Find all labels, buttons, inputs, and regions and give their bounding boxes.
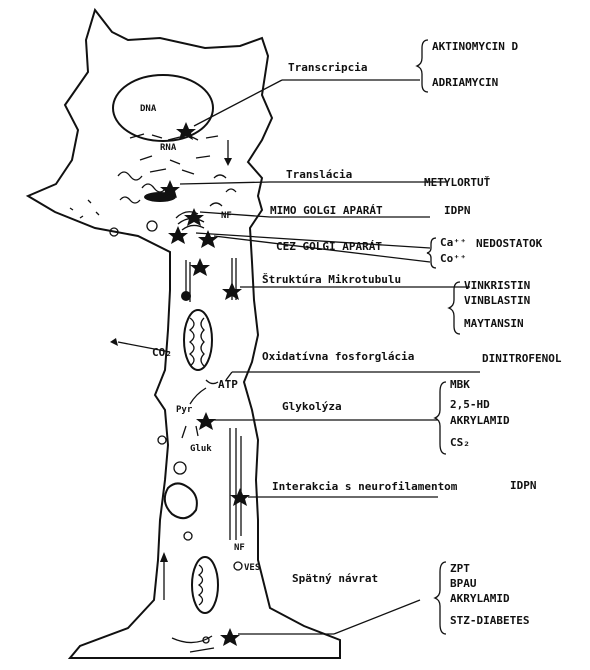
nucleus	[113, 75, 213, 141]
vesicle-5	[184, 532, 192, 540]
label-struktura: Štruktúra Mikrotubulu	[262, 273, 401, 286]
agent-aktinomycin: AKTINOMYCIN D	[432, 40, 518, 53]
agent-ca: Ca⁺⁺	[440, 236, 467, 249]
gluk-lines	[182, 426, 198, 438]
mito-cristae-upper-2	[201, 318, 204, 366]
agent-metylortut: METYLORTUŤ	[424, 176, 491, 189]
agent-maytansin: MAYTANSIN	[464, 317, 524, 330]
agent-idpn-1: IDPN	[444, 204, 471, 217]
label-glykolyza: Glykolýza	[282, 400, 342, 413]
mitochondrion-lower	[192, 557, 218, 613]
agent-co: Co⁺⁺	[440, 252, 467, 265]
bottom-curves	[172, 636, 214, 652]
nf-label: NF	[221, 211, 232, 221]
pyr-path	[190, 388, 206, 404]
label-oxidativna: Oxidatívna fosforglácia	[262, 350, 414, 363]
label-interakcia: Interakcia s neurofilamentom	[272, 480, 458, 493]
pyr-label: Pyr	[176, 405, 193, 415]
agent-mbk: MBK	[450, 378, 470, 391]
co2-label: CO₂	[152, 346, 172, 359]
agent-25hd: 2,5-HD	[450, 398, 490, 411]
granule-1	[181, 291, 191, 301]
atp-label: ATP	[218, 378, 238, 391]
agent-cs2: CS₂	[450, 436, 470, 449]
vesicle-3	[158, 436, 166, 444]
microtubules-middle	[230, 428, 241, 540]
agent-akrylamid-2: AKRYLAMID	[450, 592, 510, 605]
vesicle-4	[174, 462, 186, 474]
co2-arrowhead	[110, 338, 118, 346]
agent-dinitrofenol: DINITROFENOL	[482, 352, 562, 365]
agent-vinkristin: VINKRISTIN	[464, 279, 530, 292]
dna-label: DNA	[140, 104, 157, 114]
retro-arrowhead	[160, 552, 168, 562]
label-cez-golgi: CEZ GOLGI APARÁT	[276, 240, 382, 253]
agent-stz-diabetes: STZ-DIABETES	[450, 614, 529, 627]
agent-vinblastin: VINBLASTIN	[464, 294, 530, 307]
ves-circle	[234, 562, 242, 570]
agent-idpn-2: IDPN	[510, 479, 537, 492]
agent-zpt: ZPT	[450, 562, 470, 575]
soma-arrowhead	[224, 158, 232, 166]
ves-label: VES	[244, 563, 260, 573]
gluk-label: Gluk	[190, 444, 212, 454]
label-translacia: Translácia	[286, 168, 352, 181]
nf-lower-label: NF	[234, 543, 245, 553]
agent-akrylamid-1: AKRYLAMID	[450, 414, 510, 427]
mito-cristae-lower	[199, 565, 203, 605]
agent-bpau: BPAU	[450, 577, 477, 590]
label-transcripcia: Transcripcia	[288, 61, 367, 74]
agent-adriamycin: ADRIAMYCIN	[432, 76, 498, 89]
mito-cristae-upper	[190, 318, 194, 366]
rna-label: RNA	[160, 143, 177, 153]
braces	[417, 40, 460, 634]
mitochondrion-upper	[184, 310, 212, 370]
atp-curve	[206, 380, 218, 384]
vesicle-1	[147, 221, 157, 231]
lower-organelle	[165, 483, 197, 518]
label-spatny: Spätný návrat	[292, 572, 378, 585]
soma-dots	[70, 200, 99, 218]
agent-nedostatok: NEDOSTATOK	[476, 237, 543, 250]
label-mimo-golgi: MIMO GOLGI APARÁT	[270, 204, 383, 217]
